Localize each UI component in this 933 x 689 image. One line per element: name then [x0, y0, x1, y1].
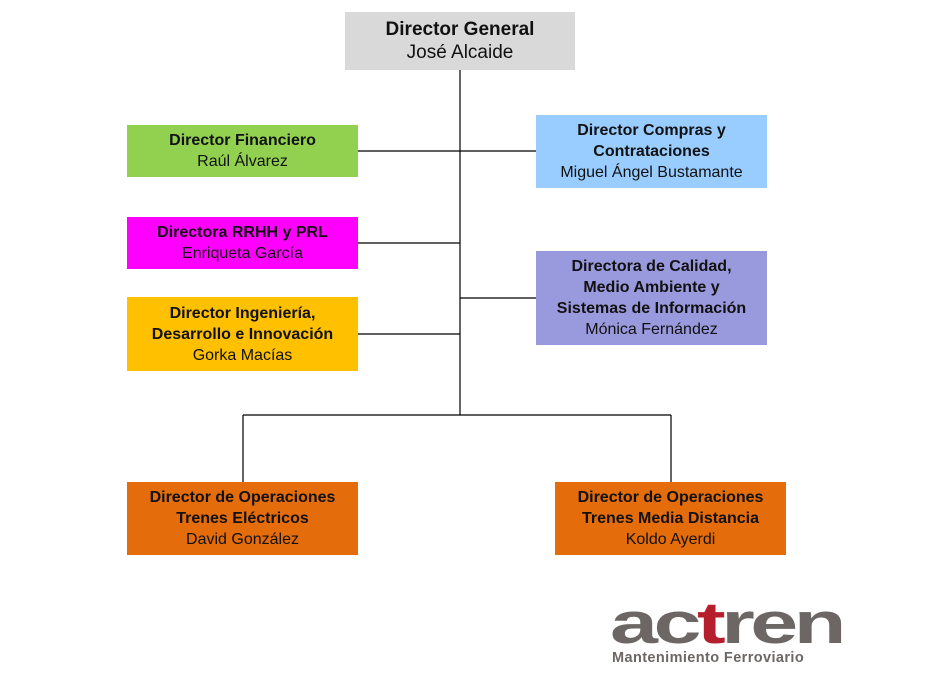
role-title: Director Compras y Contrataciones — [577, 122, 726, 160]
logo-tagline: Mantenimiento Ferroviario — [612, 650, 805, 666]
director-general-box: Director General José Alcaide — [345, 12, 575, 70]
person-name: Gorka Macías — [192, 346, 293, 364]
role-title: Directora RRHH y PRL — [157, 224, 328, 241]
person-name: Mónica Fernández — [585, 321, 718, 338]
directora-rrhh-box: Directora RRHH y PRL Enriqueta García — [127, 217, 358, 269]
directora-calidad-box: Directora de Calidad, Medio Ambiente y S… — [536, 251, 767, 345]
person-name: David González — [186, 531, 299, 548]
person-name: Miguel Ángel Bustamante — [560, 164, 743, 181]
director-ingenieria-box: Director Ingeniería, Desarrollo e Innova… — [127, 297, 358, 371]
role-title: Director de Operaciones Trenes Media Dis… — [577, 489, 764, 527]
person-name: Enriqueta García — [182, 245, 303, 262]
director-financiero-box: Director Financiero Raúl Álvarez — [127, 125, 358, 177]
person-name: Raúl Álvarez — [197, 153, 288, 170]
director-compras-box: Director Compras y Contrataciones Miguel… — [536, 115, 767, 188]
person-name: José Alcaide — [406, 42, 514, 63]
director-operaciones-electricos-box: Director de Operaciones Trenes Eléctrico… — [127, 482, 358, 555]
role-title: Directora de Calidad, Medio Ambiente y S… — [556, 258, 747, 317]
role-title: Director Ingeniería, Desarrollo e Innova… — [151, 304, 334, 343]
role-title: Director Financiero — [169, 132, 316, 149]
director-operaciones-media-distancia-box: Director de Operaciones Trenes Media Dis… — [555, 482, 786, 555]
role-title: Director General — [385, 19, 535, 40]
role-title: Director de Operaciones Trenes Eléctrico… — [149, 489, 336, 527]
person-name: Koldo Ayerdi — [625, 531, 716, 548]
